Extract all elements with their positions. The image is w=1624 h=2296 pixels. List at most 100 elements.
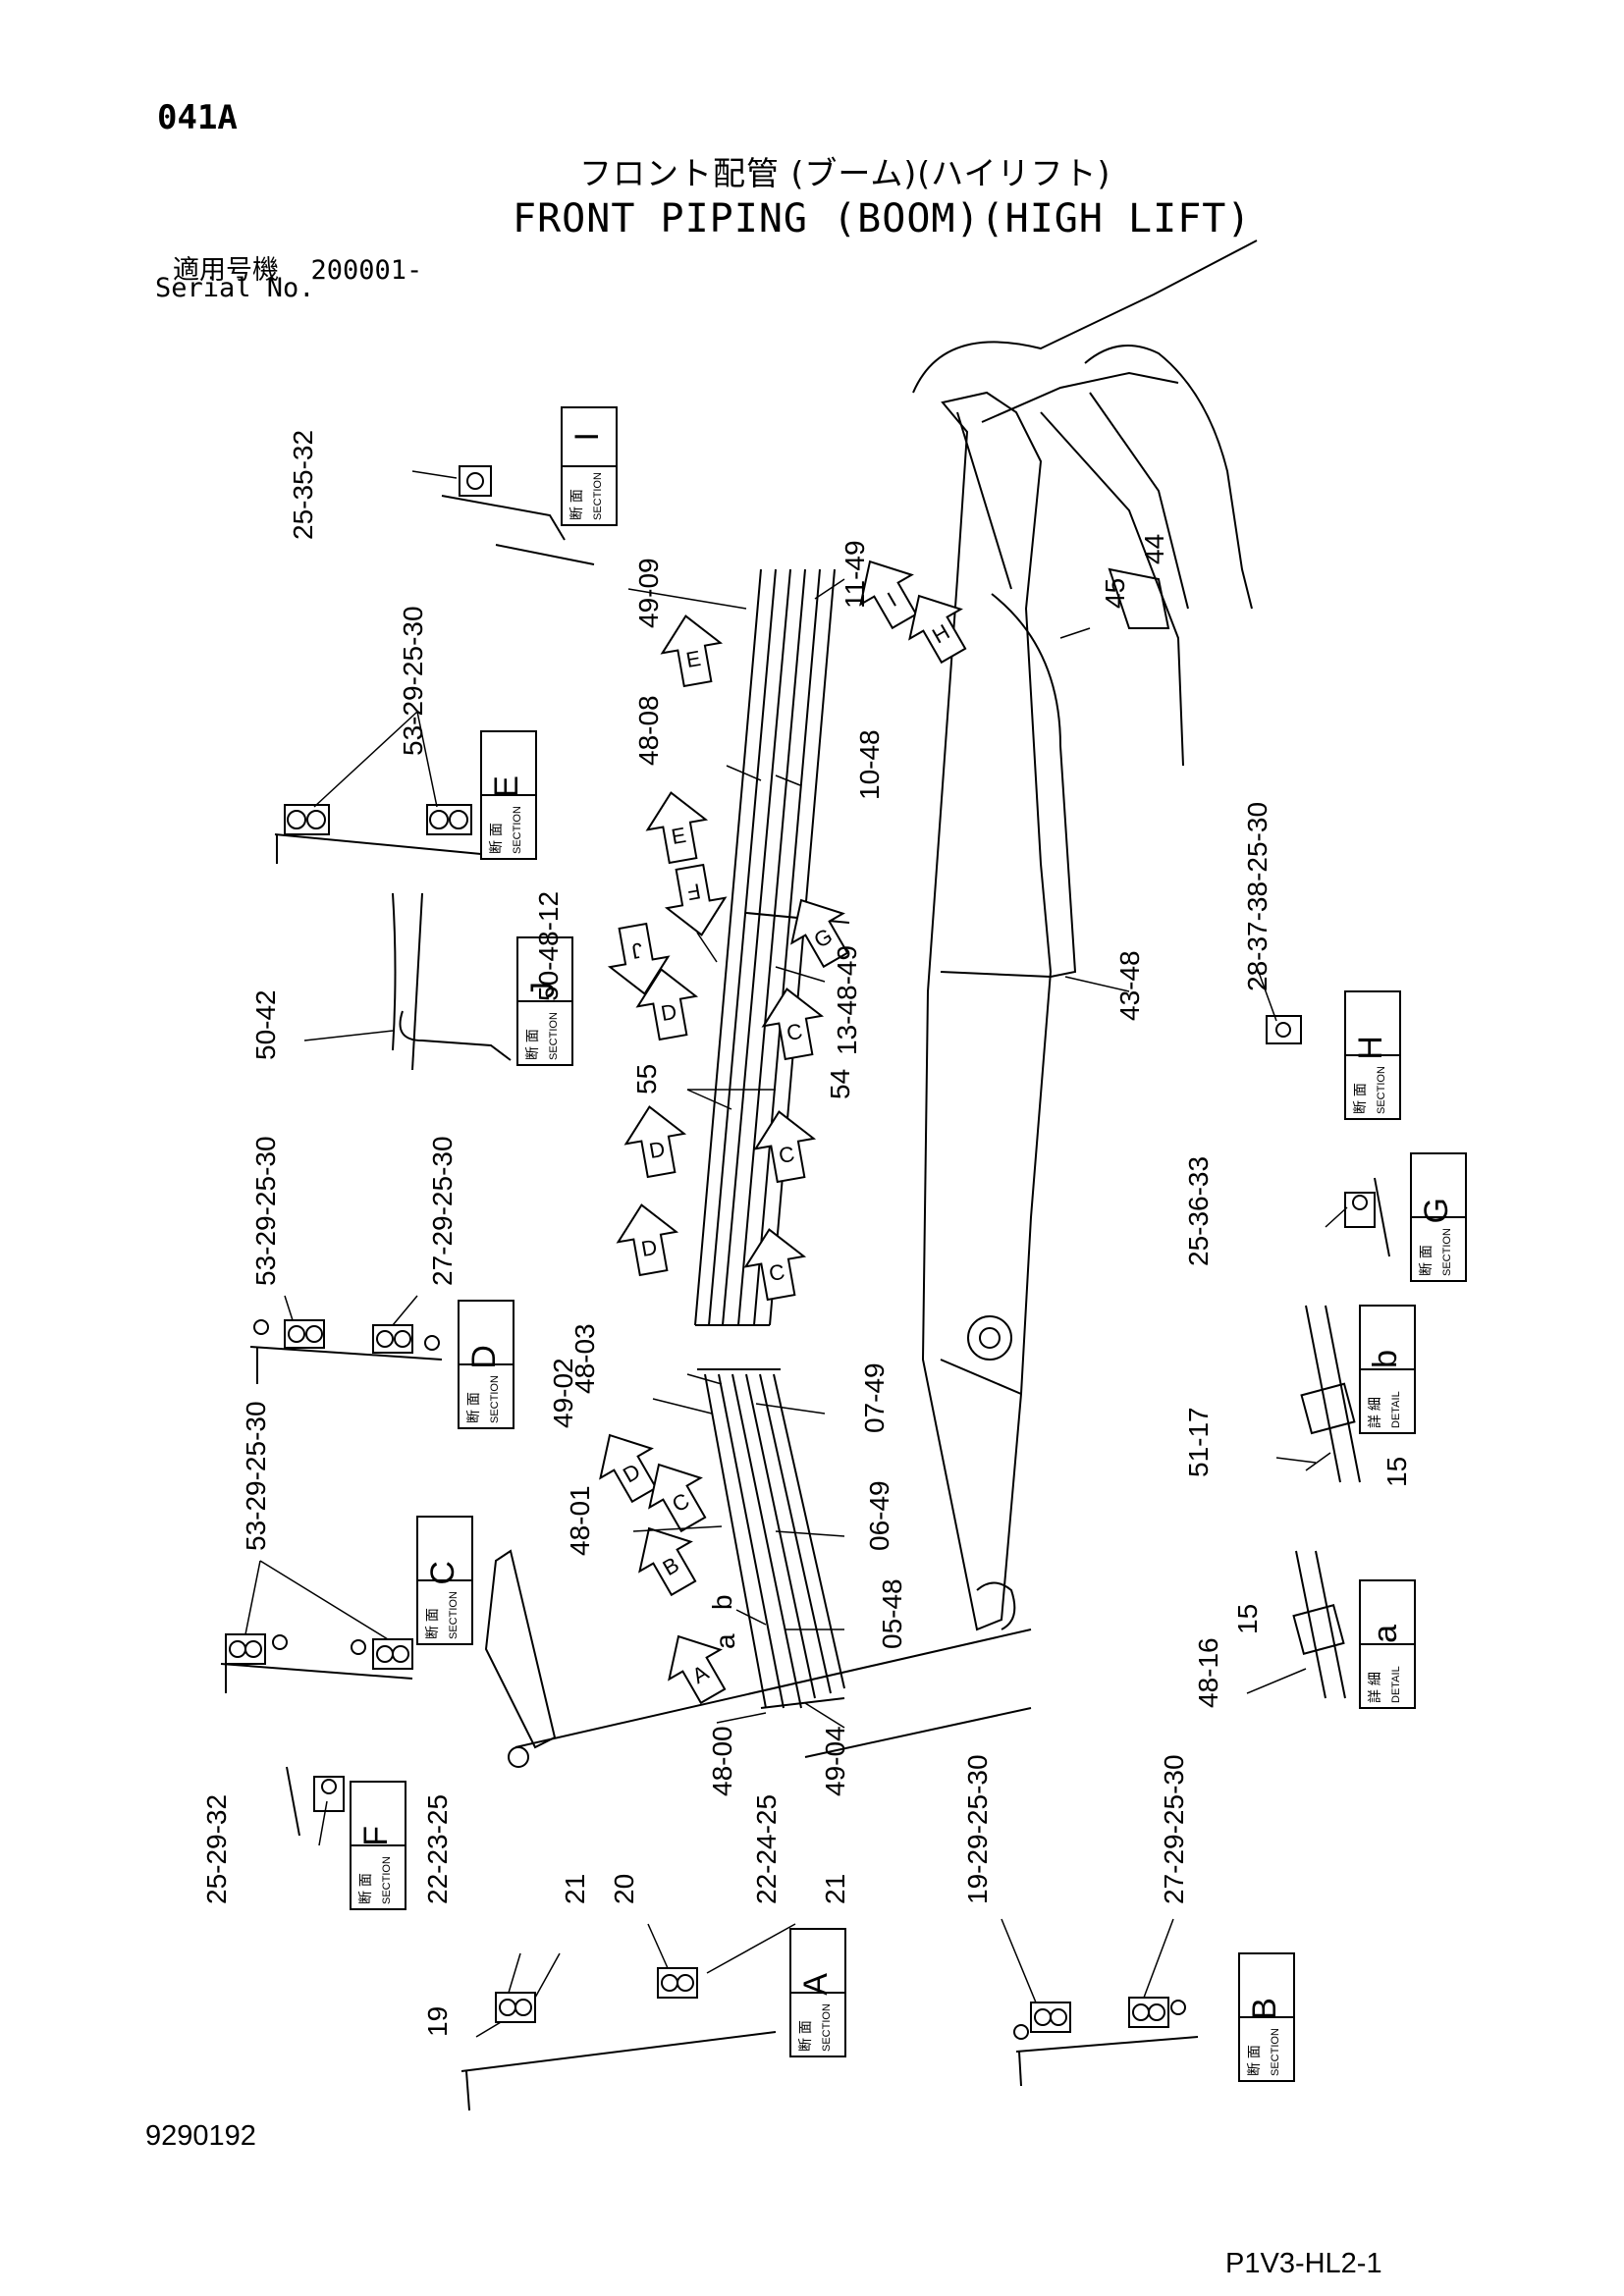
serial-label-jp: 適用号機 [173, 255, 279, 286]
section-sketches [220, 465, 1390, 2111]
callout: 48-00 [707, 1726, 737, 1796]
drawing-code: P1V3-HL2-1 [1225, 2248, 1382, 2279]
svg-text:F: F [685, 879, 703, 905]
callout: 19-29-25-30 [962, 1754, 993, 1904]
callout: 45 [1100, 578, 1130, 609]
arrow-marker: C [648, 1463, 707, 1533]
arrow-marker: C [761, 988, 825, 1061]
arrow-marker: J [607, 922, 671, 995]
callout: 19 [422, 2006, 453, 2037]
section-box-i [561, 406, 618, 526]
section-box-d [458, 1300, 514, 1429]
callout: 54 [825, 1069, 855, 1099]
section-label-en: SECTION [489, 1375, 501, 1423]
detail-label-jp: 詳 細 [1367, 1397, 1382, 1428]
callout: 27-29-25-30 [1159, 1754, 1189, 1904]
section-label-jp: 断 面 [465, 1392, 481, 1423]
section-letter: H [1352, 1036, 1389, 1060]
leader-lines [244, 470, 1348, 2038]
callout: 49-02 [548, 1358, 578, 1428]
arrow-marker: H [908, 594, 967, 665]
callout: 10-48 [854, 729, 885, 800]
arrow-marker: D [616, 1203, 679, 1277]
detail-box-a [1359, 1579, 1416, 1709]
callout: 53-29-25-30 [250, 1136, 281, 1286]
callout: 50-42 [250, 989, 281, 1060]
section-label-jp: 断 面 [524, 1029, 540, 1060]
section-letter: a [1367, 1625, 1404, 1643]
callout: 25-36-33 [1183, 1156, 1214, 1266]
callout: 50-48-12 [533, 891, 564, 1001]
callout-labels: 25-35-32 53-29-25-30 50-42 49-09 11-49 4… [201, 430, 1412, 2037]
section-label-en: SECTION [512, 806, 523, 854]
svg-text:E: E [684, 646, 703, 672]
section-label-jp: 断 面 [1418, 1245, 1434, 1276]
section-box-j [516, 936, 573, 1066]
arrow-marker: D [635, 968, 699, 1041]
svg-text:D: D [647, 1137, 667, 1163]
callout: 15 [1232, 1604, 1263, 1634]
arrow-marker: D [623, 1105, 687, 1179]
arrow-marker: C [743, 1228, 807, 1302]
callout: 49-09 [633, 558, 664, 628]
page-code: 041A [157, 98, 238, 137]
svg-text:C: C [785, 1019, 804, 1045]
callout: 53-29-25-30 [398, 606, 428, 756]
arrow-marker: F [664, 863, 728, 936]
callout: 55 [631, 1064, 662, 1095]
section-letter: b [1367, 1350, 1404, 1368]
section-label-jp: 断 面 [488, 823, 504, 854]
svg-text:D: D [639, 1235, 659, 1261]
section-letter: D [465, 1345, 503, 1369]
arrow-marker: C [753, 1110, 817, 1184]
section-box-g [1410, 1152, 1467, 1282]
callout: 05-48 [877, 1578, 907, 1649]
section-box-a [789, 1928, 846, 2057]
section-boxes [350, 406, 1467, 2082]
callout: 06-49 [864, 1480, 894, 1551]
callout: 49-04 [820, 1726, 850, 1796]
title-japanese: フロント配管 (ブーム)(ハイリフト) [579, 154, 1111, 192]
svg-text:D: D [659, 999, 678, 1026]
section-label-en: SECTION [448, 1591, 460, 1639]
arrow-marker: G [790, 898, 849, 969]
title-english: FRONT PIPING (BOOM)(HIGH LIFT) [513, 196, 1252, 241]
svg-text:C: C [777, 1142, 796, 1168]
serial-label-en: Serial No. [155, 273, 315, 303]
callout: a [710, 1633, 740, 1649]
callout: 51-17 [1183, 1407, 1214, 1477]
callout: 28-37-38-25-30 [1242, 802, 1272, 991]
callout: 48-03 [569, 1323, 600, 1394]
section-label-en: SECTION [548, 1012, 560, 1060]
callout: 25-29-32 [201, 1794, 232, 1904]
svg-text:C: C [767, 1259, 786, 1286]
detail-label-en: DETAIL [1390, 1666, 1402, 1703]
section-label-en: SECTION [1376, 1066, 1387, 1114]
section-letter: I [568, 432, 606, 441]
callout: 48-01 [565, 1485, 595, 1556]
section-letter: E [488, 775, 525, 798]
callout: 21 [820, 1874, 850, 1904]
callout: b [707, 1594, 737, 1610]
section-label-jp: 断 面 [797, 2020, 813, 2052]
section-box-labels: I E J H G D b C a F A B 断 面 SECTION 断 面 … [357, 432, 1455, 2076]
callout: 21 [560, 1874, 590, 1904]
arrow-marker: B [638, 1526, 697, 1597]
section-label-en: SECTION [1270, 2028, 1281, 2076]
section-label-jp: 断 面 [568, 489, 584, 520]
section-label-jp: 断 面 [357, 1873, 373, 1904]
svg-text:J: J [629, 937, 644, 964]
callout: 11-49 [839, 540, 870, 609]
arrow-marker: E [660, 614, 724, 688]
callout: 07-49 [859, 1362, 890, 1433]
section-label-en: SECTION [1441, 1228, 1453, 1276]
section-label-jp: 断 面 [1246, 2045, 1262, 2076]
section-box-h [1344, 990, 1401, 1120]
callout: 27-29-25-30 [427, 1136, 458, 1286]
arrow-marker: D [599, 1433, 658, 1504]
arrow-marker: A [668, 1634, 727, 1705]
callout: 22-23-25 [422, 1794, 453, 1904]
svg-text:E: E [670, 823, 688, 849]
section-letter: J [524, 982, 562, 998]
